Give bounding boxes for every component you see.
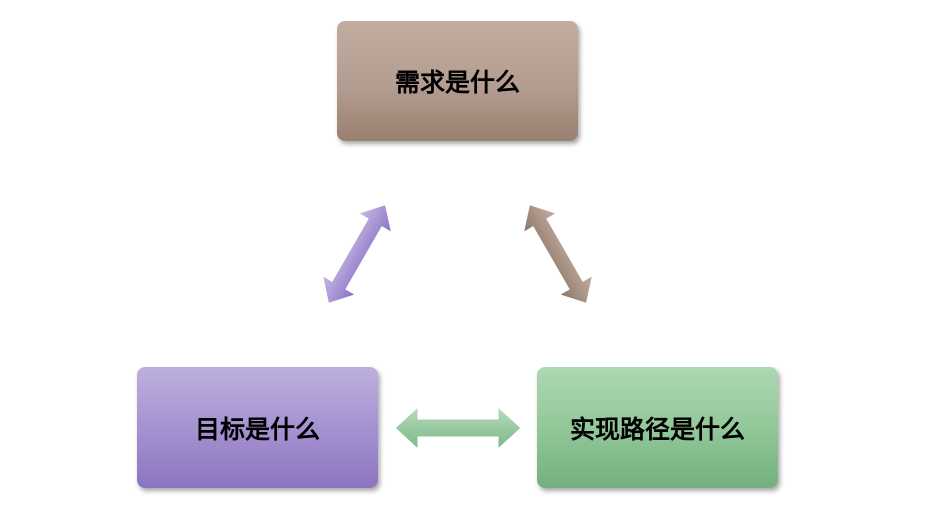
node-path: 实现路径是什么: [537, 367, 778, 488]
node-goal: 目标是什么: [137, 367, 378, 488]
node-goal-label: 目标是什么: [194, 414, 320, 444]
arrow-demand-path: [522, 203, 594, 305]
node-path-label: 实现路径是什么: [569, 414, 745, 444]
arrow-goal-demand: [321, 203, 393, 305]
node-demand: 需求是什么: [337, 21, 578, 141]
node-demand-label: 需求是什么: [394, 68, 520, 97]
arrow-goal-path: [394, 405, 522, 451]
